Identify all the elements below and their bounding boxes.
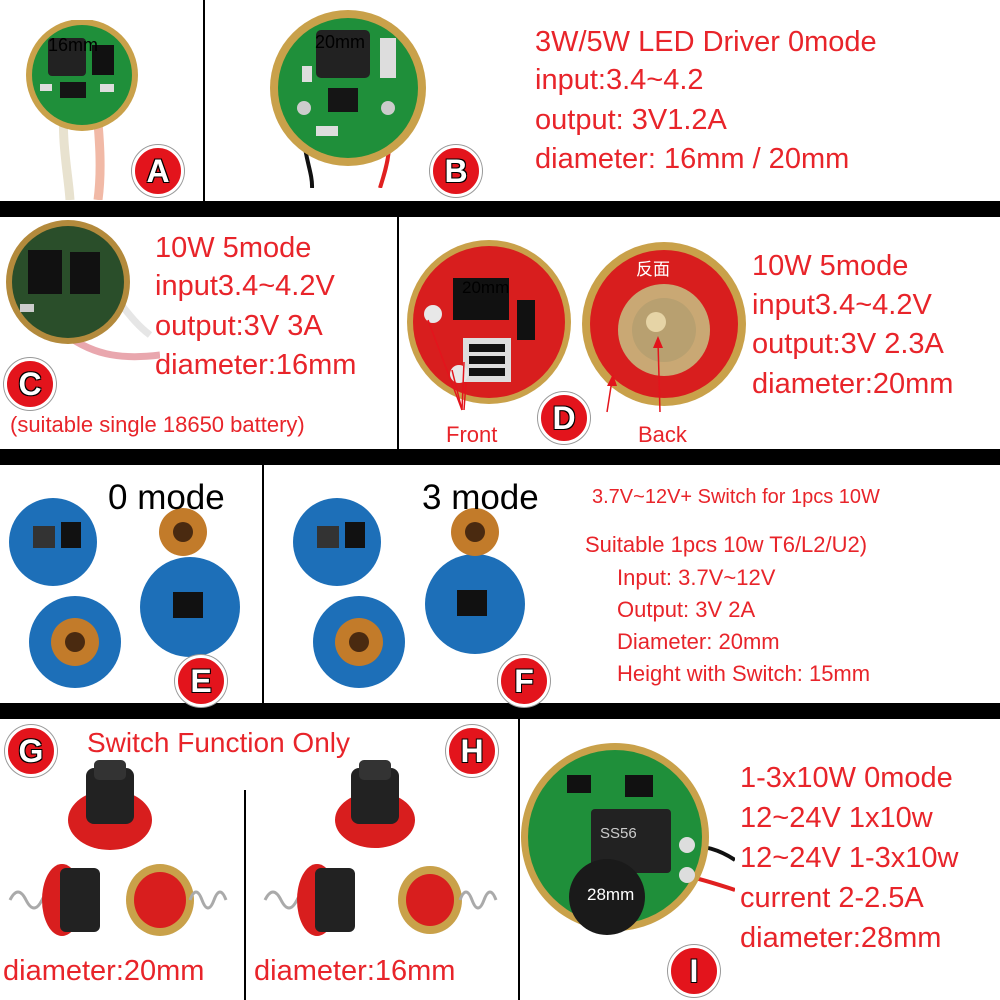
driver-c-photo <box>6 220 160 361</box>
e-title: 0 mode <box>108 478 225 517</box>
driver-i-photo <box>521 743 735 935</box>
badge-c: C <box>4 358 56 410</box>
badge-b: B <box>430 145 482 197</box>
divider-a-b <box>203 0 205 201</box>
i-line5: diameter:28mm <box>740 922 942 954</box>
driver-i-chip-mark: SS56 <box>600 825 637 842</box>
badge-d: D <box>538 392 590 444</box>
driver-b-photo <box>270 10 426 188</box>
divider-e-f <box>262 465 264 703</box>
divider-row-3 <box>0 703 1000 719</box>
c-title: 10W 5mode <box>155 232 312 264</box>
switch-h-photo <box>263 760 498 936</box>
d-output: output:3V 2.3A <box>752 328 944 360</box>
ab-output: output: 3V1.2A <box>535 104 727 136</box>
ab-diameter: diameter: 16mm / 20mm <box>535 143 850 175</box>
f-line2: Suitable 1pcs 10w T6/L2/U2) <box>585 532 868 557</box>
badge-f: F <box>498 655 550 707</box>
f-output: Output: 3V 2A <box>617 597 756 622</box>
d-input: input3.4~4.2V <box>752 289 932 321</box>
badge-e: E <box>175 655 227 707</box>
f-title: 3 mode <box>422 478 539 517</box>
c-diameter: diameter:16mm <box>155 349 357 381</box>
c-output: output:3V 3A <box>155 310 323 342</box>
driver-d-back-cn-mark: 反面 <box>636 260 670 279</box>
f-height: Height with Switch: 15mm <box>617 661 871 686</box>
d-diameter: diameter:20mm <box>752 368 954 400</box>
divider-c-d <box>397 217 399 449</box>
divider-g-h <box>244 790 246 1000</box>
ab-title: 3W/5W LED Driver 0mode <box>535 26 877 58</box>
badge-g: G <box>5 725 57 777</box>
driver-d-front-photo <box>407 240 571 404</box>
driver-e-photo <box>9 498 240 688</box>
g-diameter: diameter:20mm <box>3 955 205 987</box>
i-line1: 1-3x10W 0mode <box>740 762 953 794</box>
f-input: Input: 3.7V~12V <box>617 565 776 590</box>
driver-f-photo <box>293 498 525 688</box>
f-diameter: Diameter: 20mm <box>617 629 780 654</box>
i-line3: 12~24V 1-3x10w <box>740 842 959 874</box>
divider-h-i <box>518 719 520 1000</box>
badge-h: H <box>446 725 498 777</box>
driver-b-size-mark: 20mm <box>315 32 366 52</box>
h-diameter: diameter:16mm <box>254 955 456 987</box>
badge-a: A <box>132 145 184 197</box>
i-line4: current 2-2.5A <box>740 882 924 914</box>
driver-a-size-mark: 16mm <box>48 35 99 55</box>
d-back-label: Back <box>638 422 687 447</box>
d-front-label: Front <box>446 422 498 447</box>
front-back-arrows <box>427 319 663 413</box>
f-line1: 3.7V~12V+ Switch for 1pcs 10W <box>592 486 880 508</box>
c-note: (suitable single 18650 battery) <box>10 412 305 437</box>
switch-g-photo <box>8 760 228 936</box>
gh-title: Switch Function Only <box>87 727 350 758</box>
driver-d-back-photo <box>582 242 746 406</box>
divider-row-1 <box>0 201 1000 217</box>
driver-i-size-mark: 28mm <box>587 885 635 904</box>
badge-i: I <box>668 945 720 997</box>
d-title: 10W 5mode <box>752 250 909 282</box>
driver-d-size-mark: 20mm <box>462 278 510 297</box>
driver-a-photo <box>26 20 138 200</box>
i-line2: 12~24V 1x10w <box>740 802 933 834</box>
c-input: input3.4~4.2V <box>155 270 335 302</box>
ab-input: input:3.4~4.2 <box>535 64 704 96</box>
divider-row-2 <box>0 449 1000 465</box>
